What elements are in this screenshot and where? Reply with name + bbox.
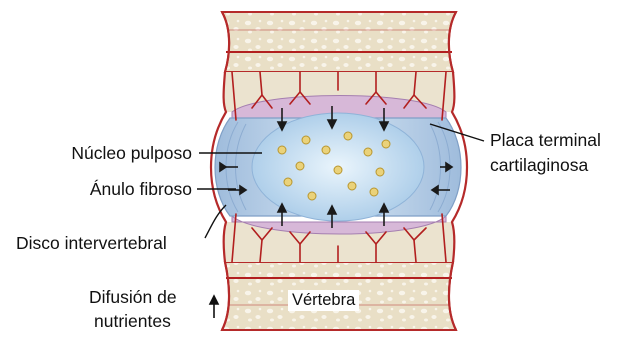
legend-arrow bbox=[210, 296, 218, 318]
label-vertebra: Vértebra bbox=[288, 290, 359, 311]
label-annulus-fibrosus: Ánulo fibroso bbox=[90, 179, 192, 200]
label-endplate-line2: cartilaginosa bbox=[490, 155, 588, 176]
label-nucleus-pulposus: Núcleo pulposo bbox=[71, 143, 192, 164]
label-intervertebral-disc: Disco intervertebral bbox=[16, 233, 167, 254]
label-endplate-line1: Placa terminal bbox=[490, 130, 601, 151]
label-diffusion-line2: nutrientes bbox=[94, 311, 171, 332]
label-diffusion-line1: Difusión de bbox=[89, 287, 177, 308]
upper-vertebra bbox=[222, 12, 456, 72]
